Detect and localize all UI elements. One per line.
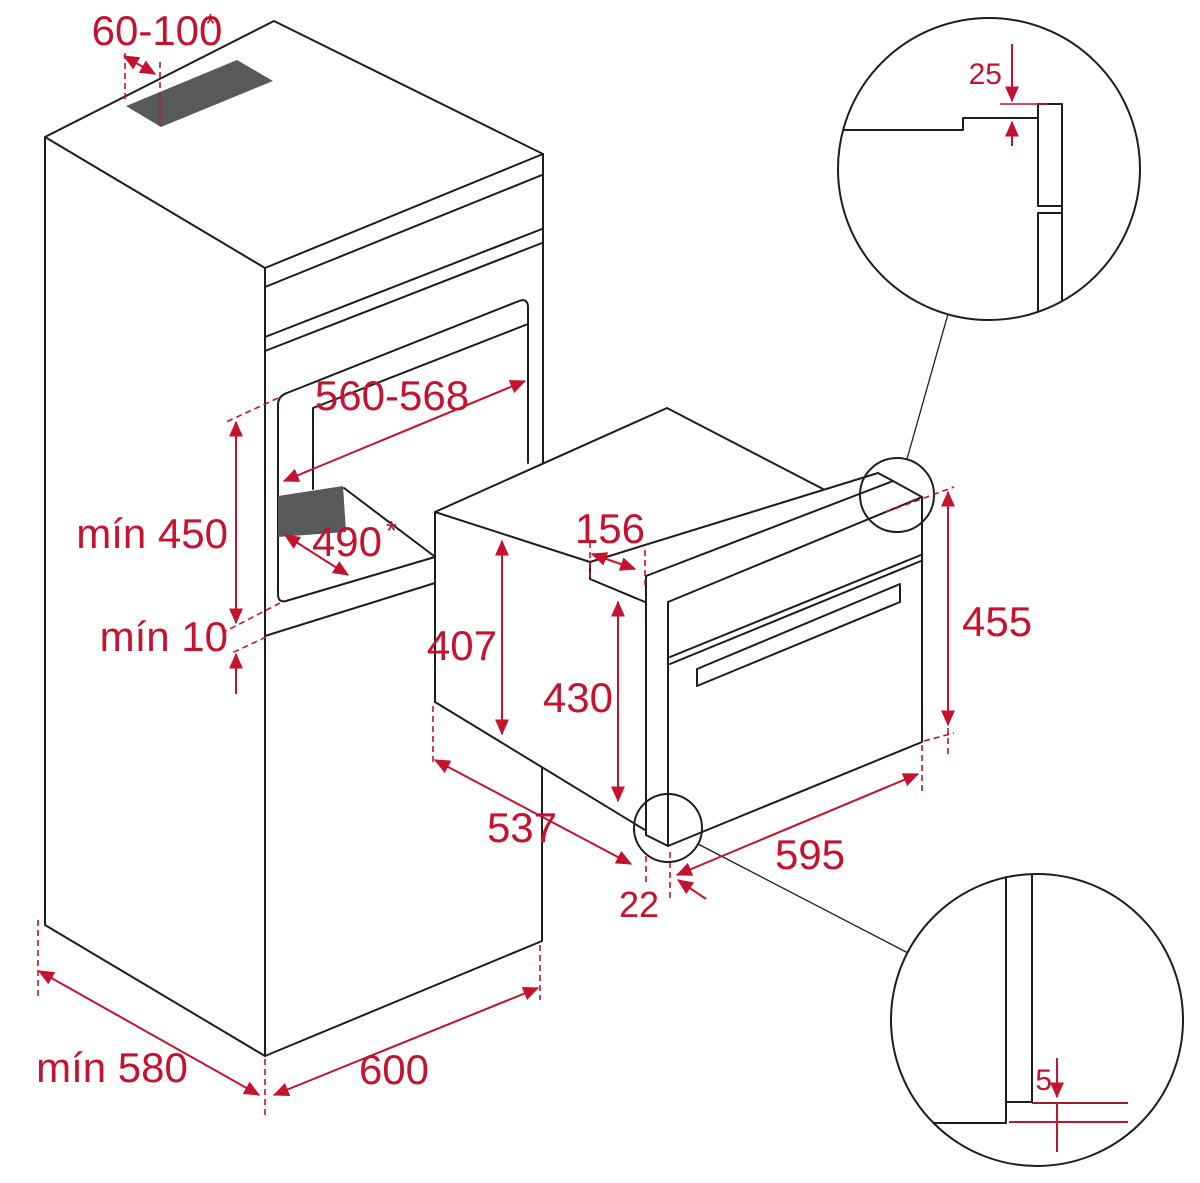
label-niche-height-min: mín 450 [76, 510, 228, 557]
niche-floor-shading [278, 486, 346, 537]
label-oven-front-section-height: 430 [543, 674, 613, 721]
label-niche-depth: 490 [312, 518, 382, 565]
oven-handle-slot [696, 583, 901, 687]
leader-top [906, 313, 949, 460]
cabinet-top-vent-cutout [126, 60, 273, 127]
label-cabinet-width: 600 [359, 1046, 429, 1093]
label-frame-thickness: 22 [619, 884, 659, 925]
dimension-lines [37, 53, 956, 1118]
label-cabinet-depth-min: mín 580 [36, 1044, 188, 1091]
label-vent-top: 60-100 [92, 7, 223, 54]
label-detail-bottom-clearance: 5 [1035, 1064, 1052, 1097]
label-oven-body-height: 407 [427, 622, 497, 669]
label-niche-width: 560-568 [315, 372, 469, 419]
label-oven-body-depth: 537 [487, 804, 557, 851]
label-oven-front-height: 455 [962, 598, 1032, 645]
label-oven-top-recess-depth: 156 [575, 505, 645, 552]
detail-bottom-profile [933, 873, 1128, 1152]
label-bottom-gap-min: mín 10 [100, 613, 228, 660]
footnote-mark-niche-depth: * [386, 515, 397, 546]
oven [434, 407, 923, 847]
dimension-labels: 60-100 * 560-568 mín 450 mín 10 490 * 40… [36, 7, 1052, 1097]
detail-circle-top [837, 17, 1141, 321]
detail-top-profile [842, 44, 1063, 312]
label-oven-front-width: 595 [775, 831, 845, 878]
label-detail-top-clearance: 25 [969, 58, 1002, 91]
detail-circle-bottom [890, 873, 1184, 1167]
footnote-mark-vent: * [205, 8, 216, 39]
